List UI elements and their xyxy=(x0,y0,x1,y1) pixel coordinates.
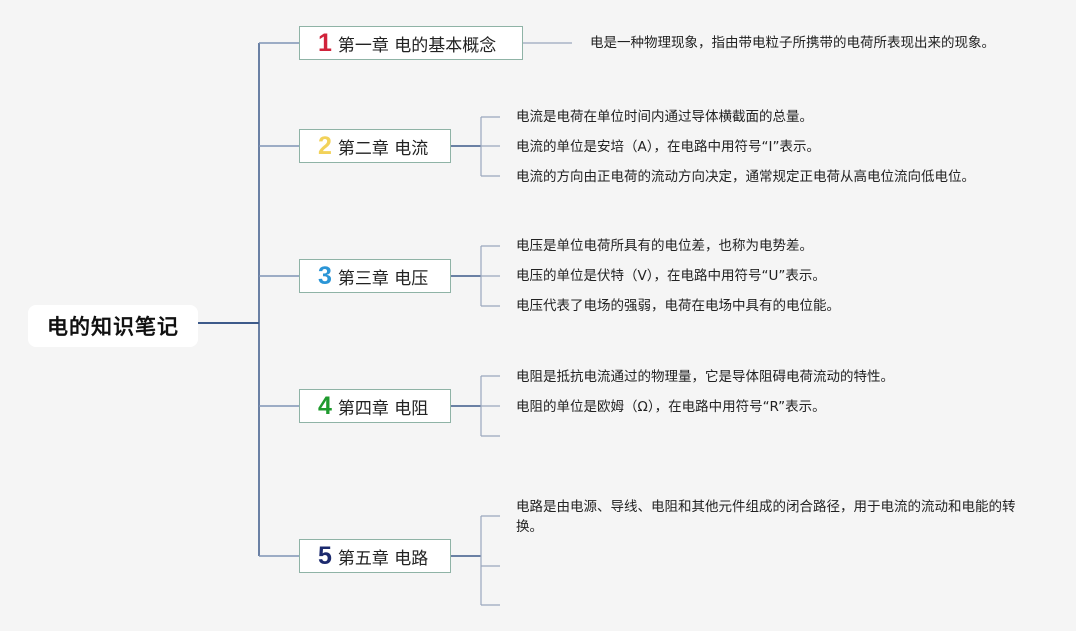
root-topic[interactable]: 电的知识笔记 xyxy=(28,305,198,347)
chapter-3-number: 3 xyxy=(318,261,332,290)
chapter-4-note-1[interactable]: 电阻是抵抗电流通过的物理量，它是导体阻碍电荷流动的特性。 xyxy=(516,369,894,385)
chapter-5-node[interactable]: 5 第五章 电路 xyxy=(299,539,451,573)
chapter-4-number: 4 xyxy=(318,391,332,420)
chapter-2-note-2[interactable]: 电流的单位是安培（A），在电路中用符号“I”表示。 xyxy=(516,139,820,155)
chapter-4-note-2[interactable]: 电阻的单位是欧姆（Ω），在电路中用符号“R”表示。 xyxy=(516,399,826,415)
chapter-2-number: 2 xyxy=(318,131,332,160)
chapter-1-number: 1 xyxy=(318,28,332,57)
chapter-5-title: 第五章 电路 xyxy=(337,548,429,569)
chapter-3-note-3[interactable]: 电压代表了电场的强弱，电荷在电场中具有的电位能。 xyxy=(516,298,840,314)
chapter-2-title: 第二章 电流 xyxy=(337,138,429,159)
chapter-2-note-3[interactable]: 电流的方向由正电荷的流动方向决定，通常规定正电荷从高电位流向低电位。 xyxy=(516,169,975,185)
root-title: 电的知识笔记 xyxy=(47,315,179,339)
chapter-3-note-2[interactable]: 电压的单位是伏特（V），在电路中用符号“U”表示。 xyxy=(516,268,826,284)
chapter-1-note-1[interactable]: 电是一种物理现象，指由带电粒子所携带的电荷所表现出来的现象。 xyxy=(590,35,995,51)
chapter-1-title: 第一章 电的基本概念 xyxy=(337,35,497,56)
chapter-3-title: 第三章 电压 xyxy=(337,268,429,289)
chapter-2-node[interactable]: 2 第二章 电流 xyxy=(299,129,451,163)
chapter-2-note-1[interactable]: 电流是电荷在单位时间内通过导体横截面的总量。 xyxy=(516,109,813,125)
chapter-4-title: 第四章 电阻 xyxy=(337,398,429,419)
chapter-5-number: 5 xyxy=(318,541,332,570)
chapter-3-node[interactable]: 3 第三章 电压 xyxy=(299,259,451,293)
chapter-5-note-1[interactable]: 电路是由电源、导线、电阻和其他元件组成的闭合路径，用于电流的流动和电能的转换。 xyxy=(516,499,1016,535)
chapter-3-note-1[interactable]: 电压是单位电荷所具有的电位差，也称为电势差。 xyxy=(516,238,813,254)
chapter-1-node[interactable]: 1 第一章 电的基本概念 xyxy=(299,26,523,60)
chapter-4-node[interactable]: 4 第四章 电阻 xyxy=(299,389,451,423)
